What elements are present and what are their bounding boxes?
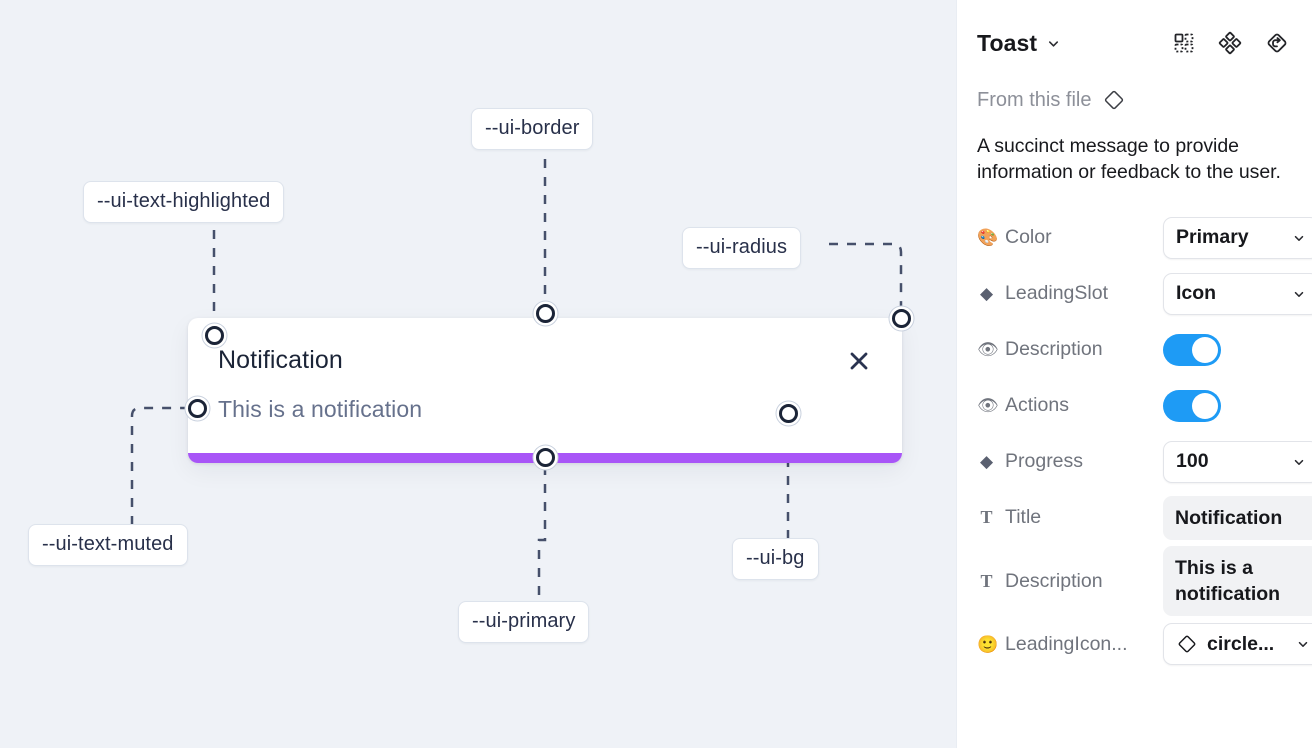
chevron-down-icon [1292,231,1306,245]
color-select[interactable]: Primary [1163,216,1312,259]
property-label-title: T Title [977,506,1163,529]
property-label-description-text: T Description [977,570,1163,593]
handle-dot-text-muted[interactable] [188,399,207,418]
eye-icon: 👁 [977,396,999,416]
property-row-description-visibility: 👁 Description [977,322,1292,378]
token-chip-text-muted[interactable]: --ui-text-muted [28,524,188,566]
diamond-icon [1176,633,1198,655]
property-label-text: Description [1005,569,1103,592]
toast-description: This is a notification [218,396,423,422]
leading-slot-select[interactable]: Icon [1163,272,1312,315]
token-chip-bg[interactable]: --ui-bg [732,538,819,580]
component-description: A succinct message to provide informatio… [977,135,1281,183]
diamond-filled-icon: ◆ [979,452,994,472]
close-icon[interactable] [846,348,872,374]
from-this-file-label: From this file [977,88,1092,111]
chevron-down-icon [1292,455,1306,469]
from-this-file[interactable]: From this file [977,88,1292,112]
property-label-text: Description [1005,338,1103,361]
diamond-filled-icon: ◆ [979,284,994,304]
progress-select[interactable]: 100 [1163,440,1312,483]
property-label-text: Color [1005,226,1052,249]
property-label-text: Actions [1005,394,1069,417]
description-input[interactable]: This is a notification [1163,545,1312,617]
text-type-icon: T [980,507,993,528]
page-title: Toast [977,29,1038,56]
property-label-leading-slot: ◆ LeadingSlot [977,282,1163,305]
connector-text-muted [130,406,189,525]
property-label-text: Title [1005,506,1042,529]
component-set-icon[interactable] [1172,31,1196,55]
toggle-knob [1192,336,1218,363]
handle-dot-border[interactable] [536,304,555,323]
handle-dot-text-highlighted[interactable] [205,326,224,345]
chevron-down-icon[interactable] [1046,36,1061,51]
token-chip-primary[interactable]: --ui-primary [458,601,590,643]
component-icon[interactable] [1218,31,1242,55]
property-label-text: LeadingSlot [1005,282,1109,305]
reset-instance-icon[interactable] [1264,30,1290,56]
leading-icon-select[interactable]: circle... [1163,623,1312,666]
leading-icon-select-value: circle... [1207,632,1275,655]
token-chip-border[interactable]: --ui-border [471,108,594,150]
property-row-actions-visibility: 👁 Actions [977,378,1292,434]
color-select-value: Primary [1176,226,1249,249]
property-row-progress: ◆ Progress 100 [977,434,1312,490]
property-label-text: Progress [1005,450,1084,473]
property-label-leading-icon: 🙂 LeadingIcon... [977,633,1163,656]
handle-dot-radius[interactable] [892,309,911,328]
description-input-value: This is a notification [1175,556,1281,606]
property-label-actions: 👁 Actions [977,394,1163,417]
property-list: 🎨 Color Primary ◆ LeadingSlot [977,210,1312,673]
palette-icon: 🎨 [977,228,999,248]
token-chip-text-highlighted[interactable]: --ui-text-highlighted [83,181,285,223]
property-label-description: 👁 Description [977,338,1163,361]
header-icon-group [1172,30,1292,56]
token-chip-radius[interactable]: --ui-radius [682,227,802,269]
connector-primary [537,466,547,602]
property-label-text: LeadingIcon... [1005,632,1128,655]
property-row-color: 🎨 Color Primary [977,210,1312,266]
title-input-value: Notification [1175,506,1283,529]
eye-icon: 👁 [977,340,999,360]
toggle-knob [1192,392,1218,419]
description-toggle[interactable] [1163,333,1221,366]
property-row-description-text: T Description This is a notification [977,545,1312,617]
property-row-leading-slot: ◆ LeadingSlot Icon [977,266,1312,322]
handle-dot-bg[interactable] [779,404,798,423]
property-label-progress: ◆ Progress [977,450,1163,473]
connector-radius [829,242,903,310]
title-input[interactable]: Notification [1163,495,1312,540]
property-label-color: 🎨 Color [977,226,1163,249]
toast-title: Notification [218,346,343,374]
chevron-down-icon [1296,637,1310,651]
smiley-icon: 🙂 [977,634,999,654]
toast-preview-card[interactable]: Notification This is a notification [188,318,902,463]
property-row-leading-icon: 🙂 LeadingIcon... circle... [977,616,1312,672]
leading-slot-select-value: Icon [1176,282,1217,305]
panel-header: Toast [977,0,1292,62]
property-row-title: T Title Notification [977,490,1312,546]
actions-toggle[interactable] [1163,389,1221,422]
handle-dot-primary[interactable] [536,448,555,467]
design-canvas[interactable]: Notification This is a notification --ui… [0,0,956,748]
diamond-icon [1102,88,1126,112]
chevron-down-icon [1292,287,1306,301]
properties-panel: Toast [956,0,1312,748]
text-type-icon: T [980,570,993,591]
progress-select-value: 100 [1176,450,1209,473]
